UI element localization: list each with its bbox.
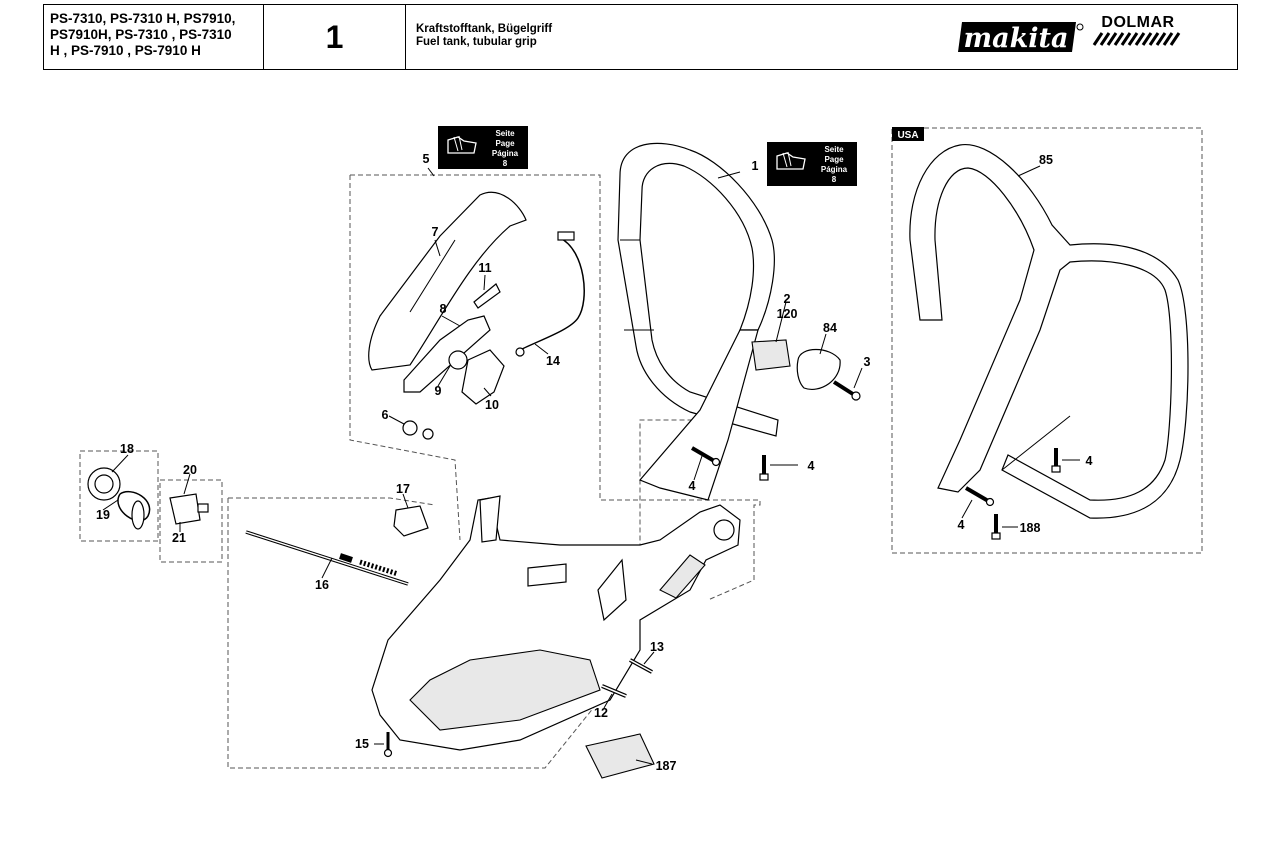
- label-plate-part-187: [585, 733, 655, 779]
- leader-lines: [102, 165, 1080, 765]
- ref-line: 8: [832, 175, 837, 184]
- figure-number: 1: [264, 5, 406, 69]
- part-label-12: 12: [594, 706, 608, 720]
- part-label-16: 16: [315, 578, 329, 592]
- tank-boundary: [227, 419, 700, 769]
- lever-part-9: [448, 350, 468, 370]
- part-label-4: 4: [808, 459, 815, 473]
- ref-line: Seite: [824, 145, 844, 154]
- part-label-21: 21: [172, 531, 186, 545]
- part-label-188: 188: [1020, 521, 1041, 535]
- part-label-4: 4: [689, 479, 696, 493]
- usa-tag: USA: [897, 130, 918, 141]
- part-label-13: 13: [650, 640, 664, 654]
- cap-part-84: [796, 348, 841, 390]
- wire-part-14: [515, 231, 585, 357]
- screw-part-188: [991, 514, 1001, 540]
- part-label-20: 20: [183, 463, 197, 477]
- description-english: Fuel tank, tubular grip: [416, 36, 537, 48]
- part-label-1: 1: [752, 159, 759, 173]
- fuel-filter-part-19: [117, 491, 151, 530]
- part-label-187: 187: [656, 759, 677, 773]
- damper-part-6: [402, 420, 434, 440]
- group-5-boundary: [350, 174, 761, 601]
- shaft-part-16: [245, 530, 409, 586]
- screw-part-4: [690, 446, 721, 467]
- model-line: PS-7310, PS-7310 H, PS7910,: [50, 11, 236, 26]
- ref-line: Seite: [495, 129, 515, 138]
- part-label-9: 9: [435, 384, 442, 398]
- filter-cap-part-18: [87, 467, 121, 501]
- usa-handle-part-85: [909, 144, 1189, 519]
- part-label-10: 10: [485, 398, 499, 412]
- part-label-14: 14: [546, 354, 560, 368]
- screw-part-4: [1051, 448, 1061, 473]
- dolmar-wordmark: DOLMAR: [1101, 14, 1175, 31]
- part-label-18: 18: [120, 442, 134, 456]
- throttle-lever-part-8: [403, 315, 491, 393]
- ref-line: Page: [824, 155, 844, 164]
- page-reference-badge-top: Seite Page Página 8: [438, 126, 528, 169]
- usa-group-boundary: [891, 127, 1203, 554]
- spring-part-11: [473, 283, 501, 309]
- part-label-2: 2: [784, 292, 791, 306]
- part-label-5: 5: [423, 152, 430, 166]
- description-german: Kraftstofftank, Bügelgriff: [416, 23, 553, 35]
- screw-part-4: [759, 455, 769, 481]
- part-label-17: 17: [396, 482, 410, 496]
- model-line: PS7910H, PS-7310 , PS-7310: [50, 27, 232, 42]
- dolmar-logo: DOLMAR: [1092, 14, 1184, 51]
- page-reference-badge-handle: Seite Page Página 8: [767, 142, 857, 186]
- switch-part-17: [393, 505, 429, 537]
- usa-tag-background: [892, 127, 924, 141]
- part-label-11: 11: [478, 261, 491, 275]
- screw-part-15: [383, 732, 393, 758]
- model-line: H , PS-7910 , PS-7910 H: [50, 43, 201, 58]
- part-label-3: 3: [864, 355, 871, 369]
- tank-boundary-top: [228, 497, 436, 506]
- part-label-4: 4: [1086, 454, 1093, 468]
- part-label-19: 19: [96, 508, 110, 522]
- part-label-84: 84: [823, 321, 837, 335]
- part-label-8: 8: [440, 302, 447, 316]
- part-label-6: 6: [382, 408, 389, 422]
- pin-part-12: [601, 684, 627, 698]
- filter-part-21: [169, 493, 209, 525]
- switch-part-10: [461, 349, 505, 405]
- group-18-boundary: [79, 450, 159, 542]
- part-label-85: 85: [1039, 153, 1053, 167]
- part-label-120: 120: [777, 307, 798, 321]
- part-label-15: 15: [355, 737, 369, 751]
- pin-part-13: [629, 658, 653, 674]
- part-labels: 5 7 11 8 9 10 14 6 17 18 19 20 21 16 1 2…: [96, 152, 1092, 773]
- ref-line: 8: [503, 159, 508, 168]
- ref-line: Page: [495, 139, 515, 148]
- group-5-boundary-left: [349, 175, 461, 541]
- clamp-part-2-120: [751, 339, 791, 371]
- model-list: PS-7310, PS-7310 H, PS7910, PS7910H, PS-…: [44, 5, 264, 69]
- screw-part-3: [832, 380, 861, 401]
- screw-part-4: [964, 486, 995, 507]
- fuel-tank-housing: [371, 495, 741, 751]
- makita-logo: makita: [956, 14, 1086, 65]
- figure-description: Kraftstofftank, Bügelgriff Fuel tank, tu…: [406, 5, 1237, 69]
- handle-cover-part-7: [368, 191, 527, 371]
- makita-wordmark: makita: [964, 23, 1069, 54]
- ref-line: Página: [492, 149, 519, 158]
- part-label-4: 4: [958, 518, 965, 532]
- tubular-handle-part-1: [617, 142, 779, 501]
- part-label-7: 7: [432, 225, 439, 239]
- ref-line: Página: [821, 165, 848, 174]
